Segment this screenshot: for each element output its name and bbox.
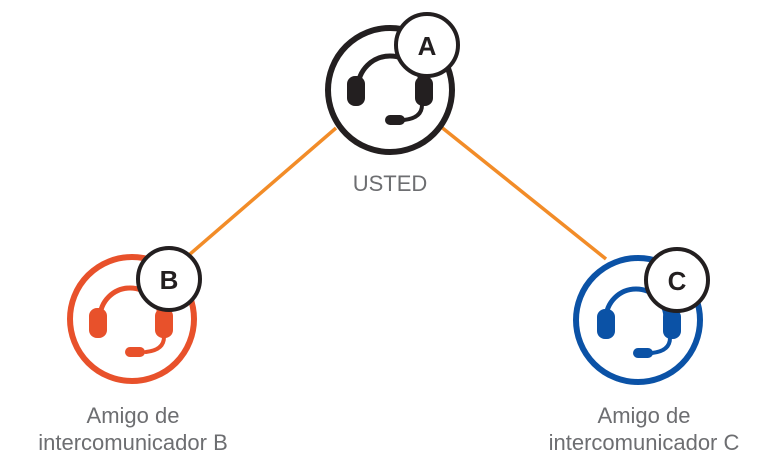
connector-a-c [438,124,608,261]
badge-letter-b: B [160,265,179,295]
badge-friend-c: C [644,247,710,313]
label-friend-c-line1: Amigo de [597,403,691,428]
label-you: USTED [352,171,428,196]
connector-a-b [180,126,338,263]
node-friend-c: C [573,247,710,385]
label-friend-c: Amigo de intercomunicador C [526,402,762,456]
badge-letter-c: C [668,266,687,296]
node-friend-b: B [67,246,202,384]
headset-icon-friend-c [597,286,681,358]
label-friend-b-line2: intercomunicador B [38,430,228,455]
badge-you: A [394,12,460,78]
badge-friend-b: B [136,246,202,312]
node-you: A [325,12,460,155]
badge-letter-a: A [418,31,437,61]
label-friend-b: Amigo de intercomunicador B [20,402,246,456]
label-friend-b-line1: Amigo de [86,403,180,428]
label-friend-c-line2: intercomunicador C [548,430,740,455]
